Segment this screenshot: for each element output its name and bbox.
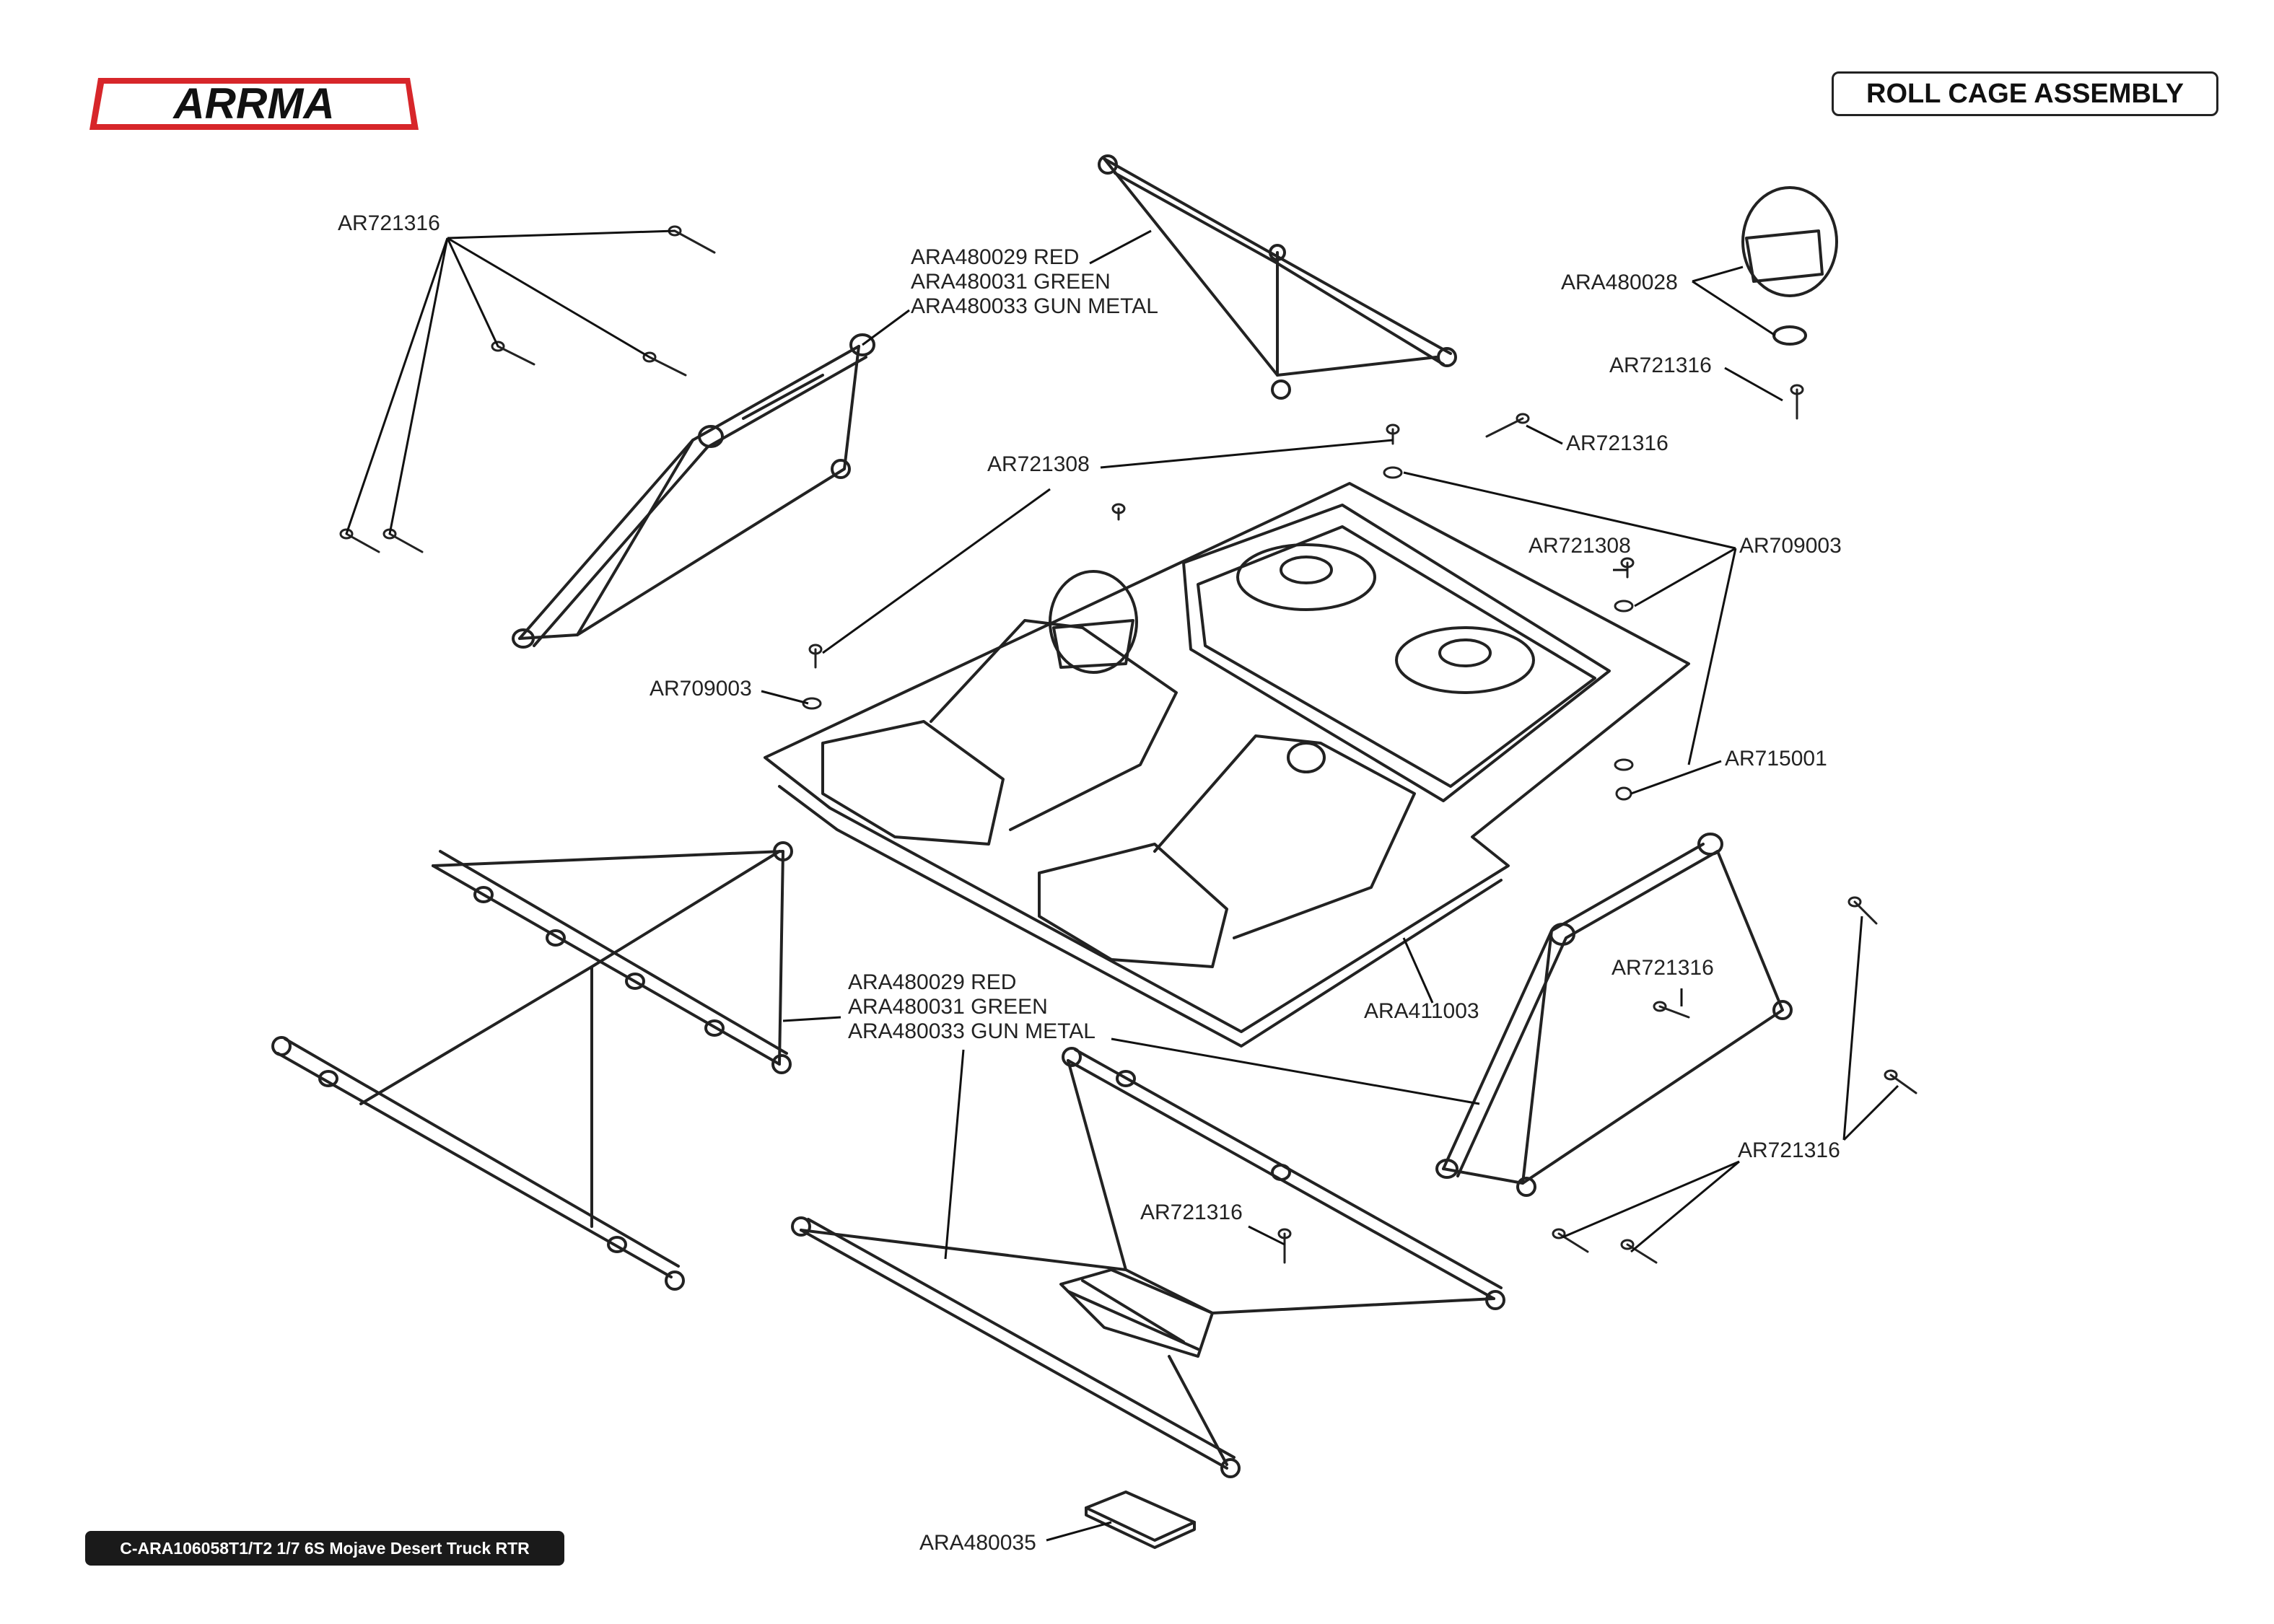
interior-tray: [764, 482, 1690, 1048]
top-rear-hoop: [1098, 154, 1457, 400]
logo-text: ARRMA: [172, 79, 334, 128]
label-ara480035: ARA480035: [919, 1531, 1036, 1555]
pad-part: [1085, 1491, 1196, 1549]
left-side-frame: [512, 333, 875, 649]
label-ar721308-right: AR721308: [1529, 534, 1631, 558]
label-ar709003-left: AR709003: [650, 677, 752, 701]
arrma-logo: ARRMA: [89, 78, 419, 130]
label-ar715001: AR715001: [1725, 747, 1827, 771]
helmet-part: [1741, 186, 1838, 346]
label-ar721316-mid: AR721316: [1566, 431, 1669, 455]
label-ar721316-right-low: AR721316: [1738, 1138, 1840, 1162]
front-cage-bottom: [791, 1047, 1505, 1478]
label-cage-color-red-top: ARA480029 RED: [911, 245, 1080, 269]
right-side-frame: [1435, 833, 1793, 1197]
label-ar721316-center: AR721316: [1140, 1201, 1243, 1224]
label-ar721316-top-left: AR721316: [338, 211, 440, 235]
label-cage-color-gunmetal-bottom: ARA480033 GUN METAL: [848, 1019, 1096, 1043]
label-ar721308-top: AR721308: [987, 452, 1090, 476]
model-footer-text: C-ARA106058T1/T2 1/7 6S Mojave Desert Tr…: [120, 1538, 530, 1558]
page-title: ROLL CAGE ASSEMBLY: [1832, 71, 2218, 116]
label-cage-color-green-top: ARA480031 GREEN: [911, 270, 1111, 294]
label-ar721316-helmet: AR721316: [1609, 354, 1712, 377]
label-ara480028: ARA480028: [1561, 271, 1678, 294]
label-cage-color-gunmetal-top: ARA480033 GUN METAL: [911, 294, 1158, 318]
model-footer: C-ARA106058T1/T2 1/7 6S Mojave Desert Tr…: [85, 1531, 564, 1566]
label-cage-color-green-bottom: ARA480031 GREEN: [848, 995, 1048, 1019]
label-ar709003-right: AR709003: [1739, 534, 1842, 558]
label-ara411003: ARA411003: [1364, 999, 1479, 1023]
hardware: [339, 225, 1917, 1264]
page-title-text: ROLL CAGE ASSEMBLY: [1866, 78, 2184, 109]
label-cage-color-red-bottom: ARA480029 RED: [848, 970, 1017, 994]
front-cage-left: [271, 841, 793, 1291]
leader-lines: [345, 229, 1899, 1542]
label-ar721316-right-mid: AR721316: [1612, 956, 1714, 980]
